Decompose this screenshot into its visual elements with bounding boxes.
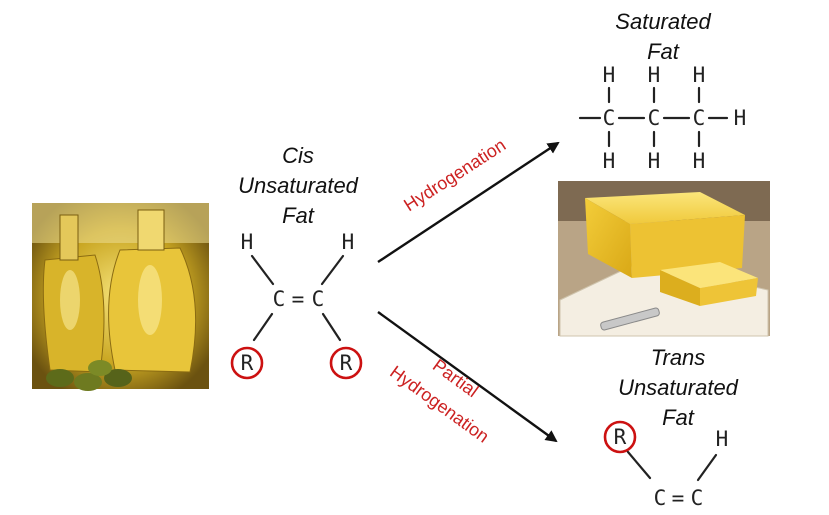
cis-label-line1: Cis — [282, 143, 314, 168]
trans-c-left: C — [654, 486, 667, 510]
saturated-molecule: H H H C C C H H H H — [578, 63, 747, 173]
trans-label-line3: Fat — [662, 405, 695, 430]
sat-c-2: C — [648, 106, 661, 130]
trans-label-line2: Unsaturated — [618, 375, 739, 400]
saturated-label-line2: Fat — [647, 39, 680, 64]
lower-arrow — [377, 311, 558, 443]
cis-label-line3: Fat — [282, 203, 315, 228]
cis-molecule: H H C = C R R — [230, 230, 363, 380]
cis-label: Cis Unsaturated Fat — [238, 143, 359, 228]
sat-h-top-2: H — [648, 63, 661, 87]
trans-label: Trans Unsaturated Fat — [618, 345, 739, 430]
cis-h-right: H — [342, 230, 355, 254]
saturated-label-line1: Saturated — [615, 9, 711, 34]
hydrogenation-label: Hydrogenation — [400, 135, 509, 216]
sat-h-bottom-1: H — [603, 149, 616, 173]
sat-h-top-1: H — [603, 63, 616, 87]
cis-label-line2: Unsaturated — [238, 173, 359, 198]
cis-r-right: R — [340, 351, 353, 375]
sat-h-top-3: H — [693, 63, 706, 87]
cis-h-left: H — [241, 230, 254, 254]
sat-h-end: H — [734, 106, 747, 130]
saturated-label: Saturated Fat — [615, 9, 711, 64]
butter-image — [558, 181, 770, 337]
sat-c-1: C — [603, 106, 616, 130]
sat-h-bottom-3: H — [693, 149, 706, 173]
trans-r: R — [614, 425, 627, 449]
cis-c-right: C — [312, 287, 325, 311]
trans-double-bond: = — [672, 486, 685, 510]
oil-bottles-image — [32, 203, 209, 391]
trans-label-line1: Trans — [651, 345, 706, 370]
sat-c-3: C — [693, 106, 706, 130]
trans-molecule: R H C = C — [603, 420, 729, 510]
upper-arrow — [377, 141, 560, 264]
cis-r-left: R — [241, 351, 254, 375]
trans-c-right: C — [691, 486, 704, 510]
trans-h: H — [716, 427, 729, 451]
sat-h-bottom-2: H — [648, 149, 661, 173]
cis-c-left: C — [273, 287, 286, 311]
cis-double-bond: = — [292, 287, 305, 311]
